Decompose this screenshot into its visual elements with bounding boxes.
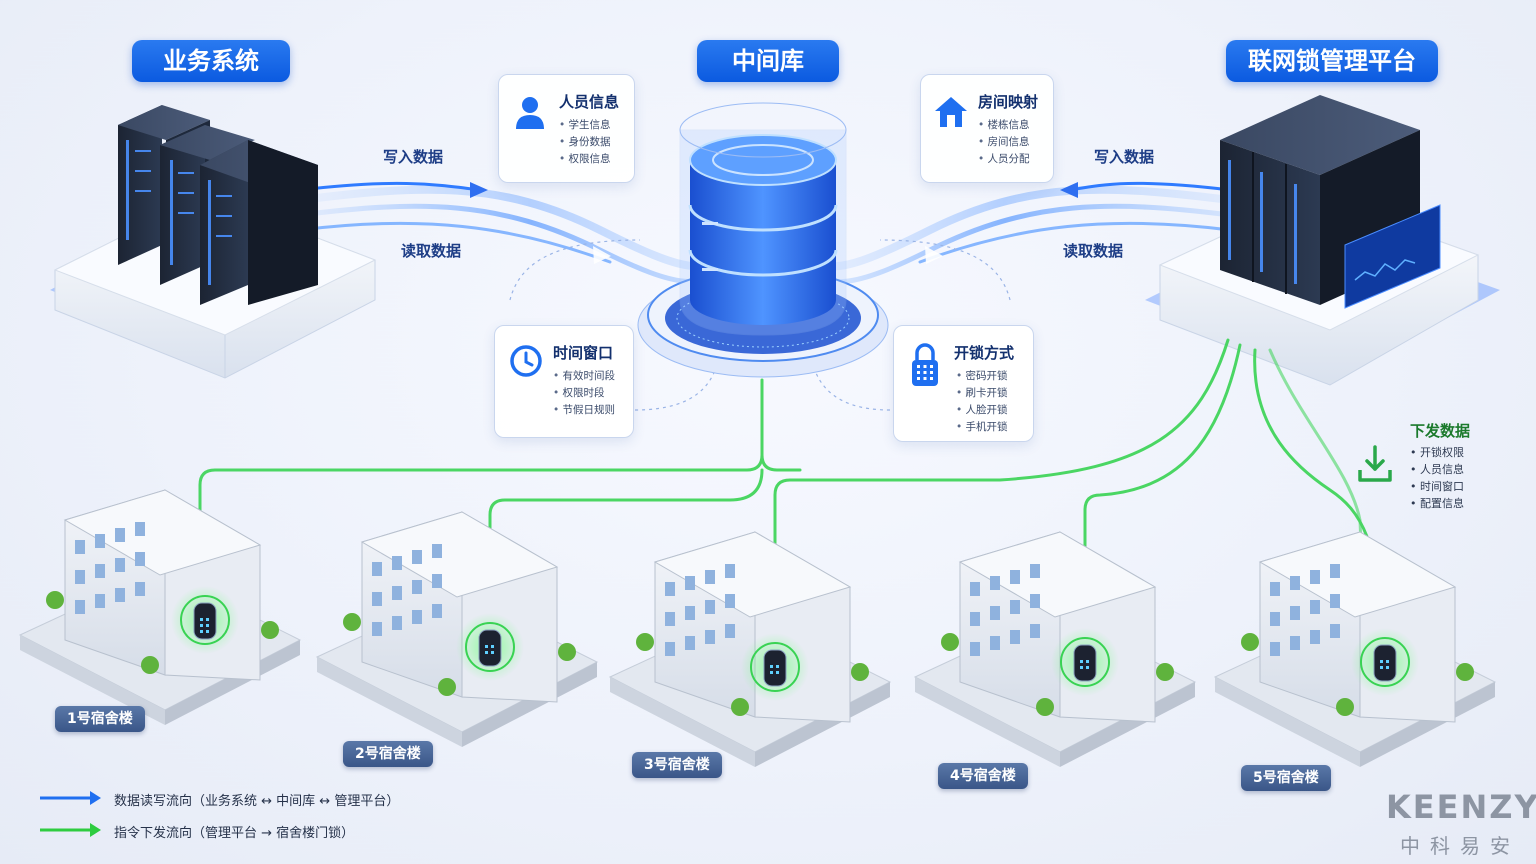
list-item: 刷卡开锁	[956, 385, 1008, 402]
time-card-title: 时间窗口	[553, 344, 614, 362]
platform-server-illustration	[1145, 95, 1500, 386]
business-system-title: 业务系统	[132, 40, 290, 82]
dispatch-list: 开锁权限 人员信息 时间窗口 配置信息	[1410, 444, 1464, 512]
list-item: 人员分配	[978, 151, 1030, 168]
building-1-label: 1号宿舍楼	[55, 706, 145, 732]
download-icon	[1358, 445, 1392, 482]
list-item: 手机开锁	[956, 419, 1008, 436]
room-mapping-card: 房间映射 楼栋信息 房间信息 人员分配	[920, 74, 1054, 183]
list-item: 权限时段	[553, 385, 615, 402]
list-item: 人员信息	[1410, 461, 1464, 478]
time-card-list: 有效时间段 权限时段 节假日规则	[553, 368, 616, 419]
list-item: 楼栋信息	[978, 117, 1030, 134]
unlock-card-title: 开锁方式	[954, 344, 1015, 362]
left-read-label: 读取数据	[401, 242, 462, 260]
building-5-label: 5号宿舍楼	[1241, 765, 1331, 791]
unlock-card-list: 密码开锁 刷卡开锁 人脸开锁 手机开锁	[956, 368, 1008, 436]
person-info-card: 人员信息 学生信息 身份数据 权限信息	[498, 74, 635, 183]
left-write-label: 写入数据	[383, 148, 444, 166]
list-item: 房间信息	[978, 134, 1030, 151]
platform-title: 联网锁管理平台	[1226, 40, 1438, 82]
list-item: 配置信息	[1410, 495, 1464, 512]
building-4-label: 4号宿舍楼	[938, 763, 1028, 789]
list-item: 有效时间段	[553, 368, 616, 385]
business-server-illustration	[50, 105, 377, 379]
list-item: 密码开锁	[956, 368, 1008, 385]
building-2-illustration	[315, 511, 599, 747]
building-2-label: 2号宿舍楼	[343, 741, 433, 767]
right-write-label: 写入数据	[1094, 148, 1155, 166]
padlock-icon	[912, 343, 938, 386]
list-item: 人脸开锁	[956, 402, 1008, 419]
legend-green-text: 指令下发流向（管理平台 → 宿舍楼门锁）	[114, 826, 355, 841]
middle-database-illustration	[637, 102, 889, 378]
person-card-title: 人员信息	[559, 93, 620, 111]
list-item: 学生信息	[559, 117, 611, 134]
legend-arrows	[40, 791, 101, 837]
building-3-label: 3号宿舍楼	[632, 752, 722, 778]
list-item: 身份数据	[559, 134, 611, 151]
middle-db-title: 中间库	[697, 40, 839, 82]
unlock-method-card: 开锁方式 密码开锁 刷卡开锁 人脸开锁 手机开锁	[893, 325, 1034, 442]
building-1-illustration	[18, 489, 302, 725]
right-read-label: 读取数据	[1063, 242, 1124, 260]
house-icon	[935, 97, 967, 127]
person-card-list: 学生信息 身份数据 权限信息	[559, 117, 611, 168]
building-3-illustration	[608, 531, 892, 767]
person-icon	[516, 97, 544, 129]
room-card-list: 楼栋信息 房间信息 人员分配	[978, 117, 1030, 168]
room-card-title: 房间映射	[978, 93, 1039, 111]
legend-blue-text: 数据读写流向（业务系统 ↔ 中间库 ↔ 管理平台）	[114, 794, 400, 809]
list-item: 时间窗口	[1410, 478, 1464, 495]
building-4-illustration	[913, 531, 1197, 767]
clock-icon	[510, 345, 542, 377]
brand-name: 中科易安	[1400, 834, 1520, 858]
list-item: 节假日规则	[553, 402, 616, 419]
building-5-illustration	[1213, 531, 1497, 767]
dispatch-title: 下发数据	[1410, 422, 1471, 440]
list-item: 开锁权限	[1410, 444, 1464, 461]
list-item: 权限信息	[559, 151, 611, 168]
brand-logo: KEENZY	[1386, 788, 1536, 826]
time-window-card: 时间窗口 有效时间段 权限时段 节假日规则	[494, 325, 634, 438]
